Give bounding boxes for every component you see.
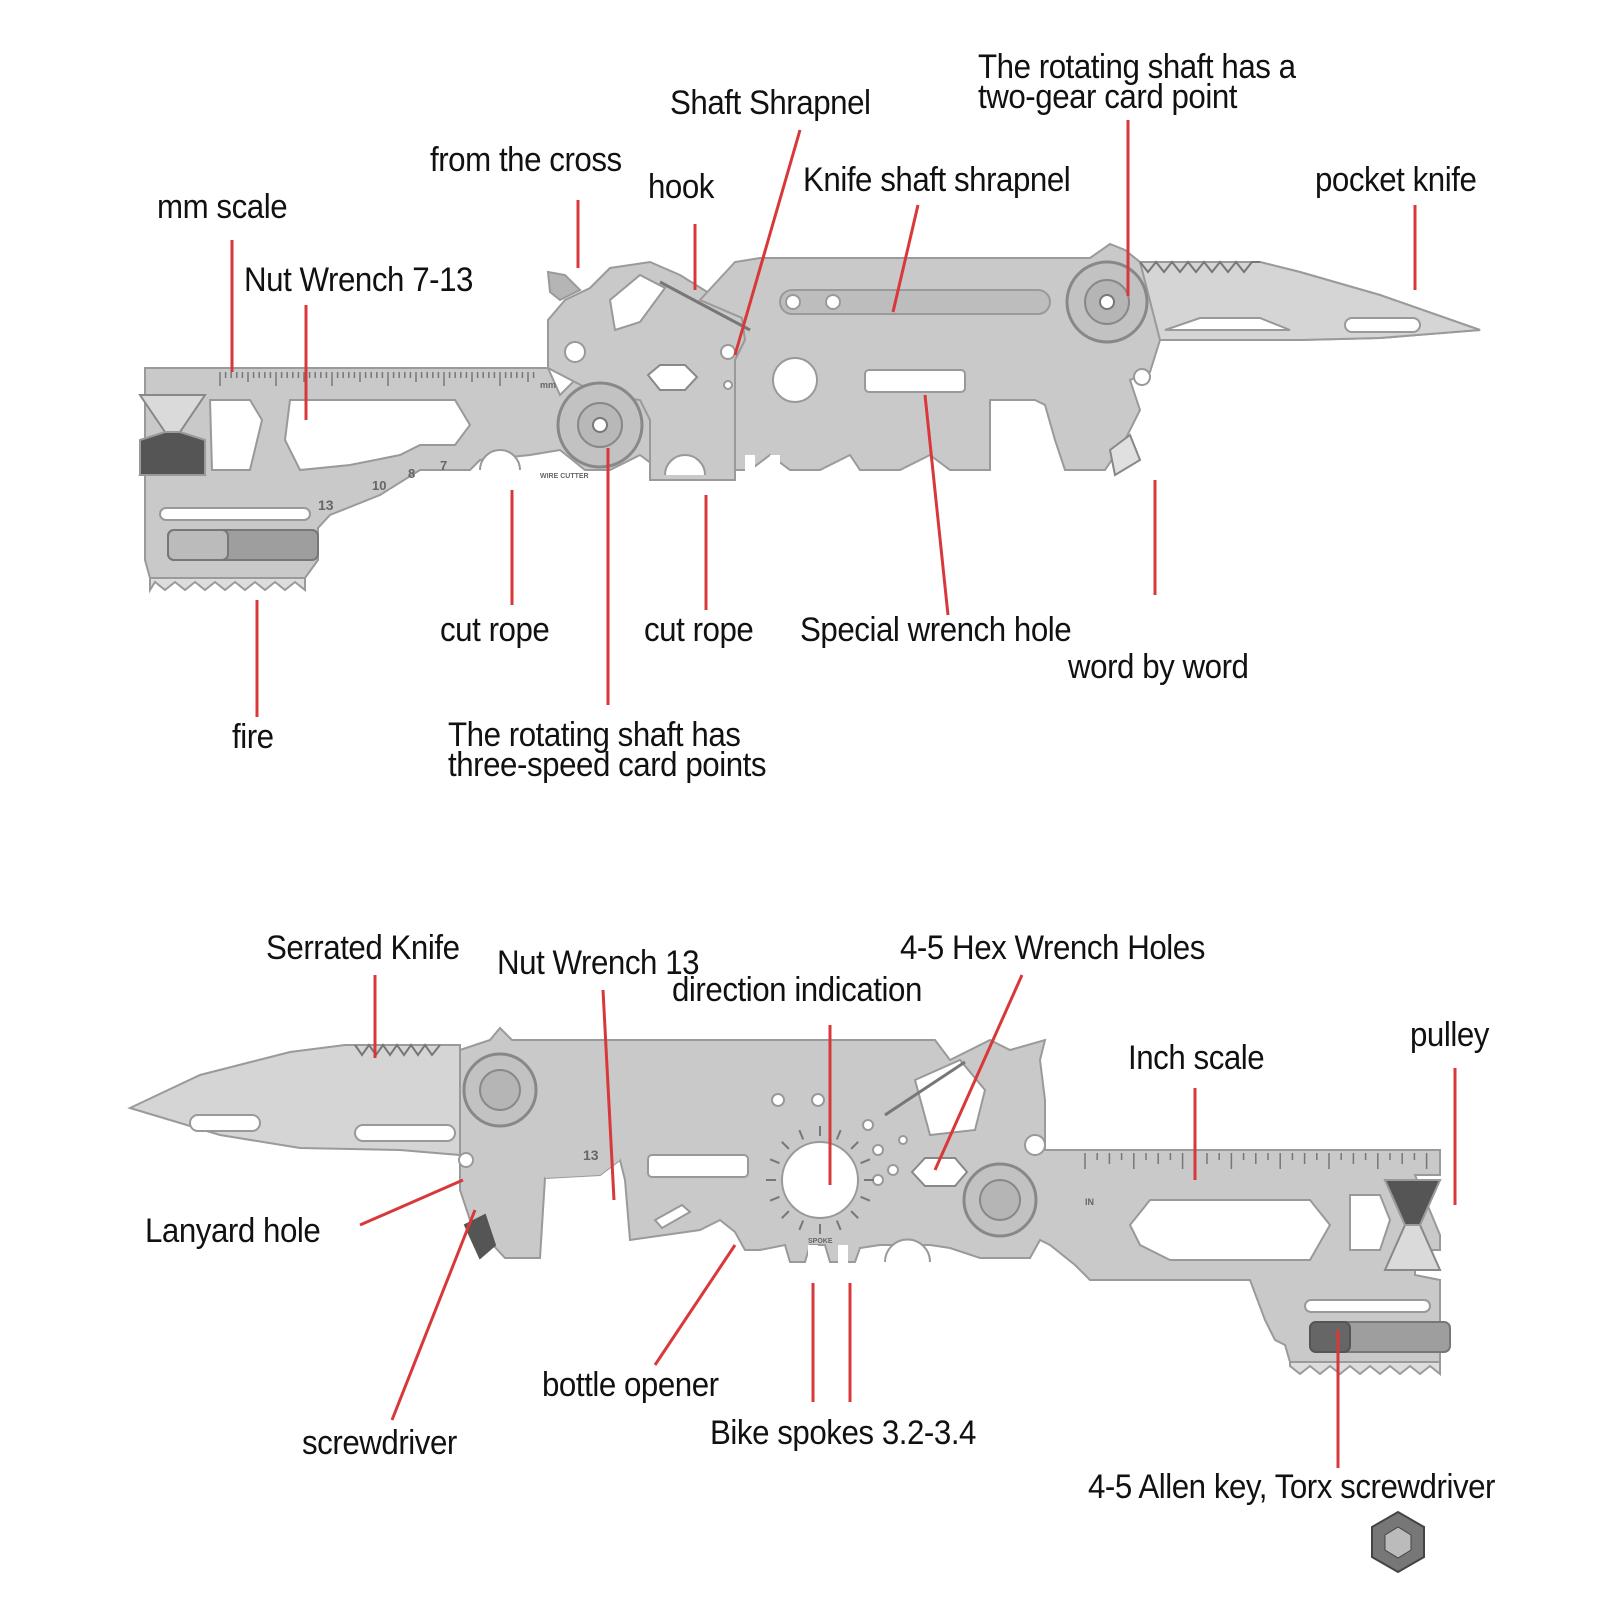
ruler-tick	[769, 1195, 780, 1202]
label-pulley: pulley	[1410, 1016, 1489, 1054]
label-knife-shaft-shrapnel: Knife shaft shrapnel	[803, 161, 1071, 199]
label-from-the-cross: from the cross	[430, 141, 622, 179]
leader-screwdriver	[390, 1209, 477, 1421]
leader-shaft-shrapnel	[733, 129, 802, 356]
label-bottle-opener: bottle opener	[542, 1366, 719, 1404]
label-screwdriver: screwdriver	[302, 1424, 457, 1462]
ruler-tick	[835, 1220, 842, 1231]
label-two-gear-line-1: The rotating shaft has a	[978, 48, 1296, 86]
ruler-tick	[835, 1129, 842, 1140]
engraving-7: 7	[440, 458, 447, 473]
label-cut-rope-2: cut rope	[644, 611, 754, 649]
label-rotating-shaft-three-speed: The rotating shaft has three-speed card …	[448, 716, 767, 784]
leader-bottle-opener	[653, 1244, 737, 1366]
label-special-wrench-hole: Special wrench hole	[800, 611, 1072, 649]
engraving-in: IN	[1085, 1197, 1094, 1207]
label-hook: hook	[648, 168, 714, 206]
bottom-inch-ruler	[1084, 1153, 1428, 1169]
leader-knife-shaft-shrapnel	[891, 204, 920, 313]
leader-special-wrench	[923, 394, 950, 616]
label-rotating-shaft-two-gear: The rotating shaft has a two-gear card p…	[978, 48, 1296, 116]
engraving-8: 8	[408, 466, 415, 481]
direction-dial-ticks	[766, 1126, 874, 1234]
label-three-speed-line-2: three-speed card points	[448, 746, 767, 784]
label-lanyard-hole: Lanyard hole	[145, 1212, 321, 1250]
leader-hex-holes	[933, 974, 1024, 1171]
ruler-tick	[850, 1210, 859, 1219]
label-bike-spokes: Bike spokes 3.2-3.4	[710, 1414, 976, 1452]
top-mm-ruler	[219, 372, 535, 386]
engraving-10: 10	[372, 478, 386, 493]
ruler-tick	[769, 1158, 780, 1165]
label-shaft-shrapnel: Shaft Shrapnel	[670, 84, 871, 122]
engraving-spoke: SPOKE	[808, 1238, 833, 1245]
label-fire: fire	[232, 718, 274, 756]
engraving-wire-cutter: WIRE CUTTER	[540, 473, 589, 480]
label-nut-wrench-13: Nut Wrench 13	[497, 944, 700, 982]
engraving-mm: mm	[540, 380, 556, 390]
ruler-tick	[781, 1210, 790, 1219]
ruler-tick	[850, 1141, 859, 1150]
label-hex-wrench-holes: 4-5 Hex Wrench Holes	[900, 929, 1205, 967]
label-cut-rope-1: cut rope	[440, 611, 550, 649]
ruler-tick	[860, 1158, 871, 1165]
ruler-tick	[860, 1195, 871, 1202]
bottom-multitool	[127, 1026, 1451, 1377]
leader-nut-wrench-13	[601, 989, 616, 1201]
label-inch-scale: Inch scale	[1128, 1039, 1265, 1077]
label-word-by-word: word by word	[1068, 648, 1249, 686]
ruler-tick	[798, 1220, 805, 1231]
ruler-tick	[798, 1129, 805, 1140]
label-pocket-knife: pocket knife	[1315, 161, 1477, 199]
label-direction-indication: direction indication	[672, 971, 922, 1009]
ruler-tick	[781, 1141, 790, 1150]
label-serrated-knife: Serrated Knife	[266, 929, 460, 967]
label-allen-torx: 4-5 Allen key, Torx screwdriver	[1088, 1468, 1496, 1506]
engraving-13: 13	[318, 497, 334, 513]
label-mm-scale: mm scale	[157, 188, 288, 226]
label-three-speed-line-1: The rotating shaft has	[448, 716, 741, 754]
label-two-gear-line-2: two-gear card point	[978, 78, 1238, 116]
engraving-13-bottom: 13	[583, 1147, 599, 1163]
label-nut-wrench-7-13: Nut Wrench 7-13	[244, 261, 473, 299]
leader-lines	[230, 120, 1457, 1468]
leader-lanyard-hole	[359, 1178, 464, 1227]
torx-bit-icon	[1371, 1510, 1425, 1574]
